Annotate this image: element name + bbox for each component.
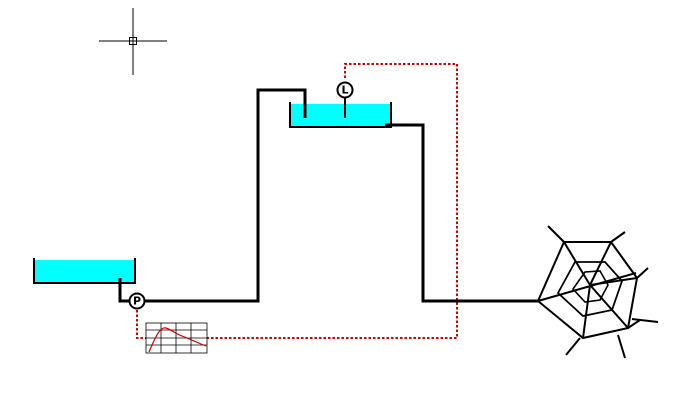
level-instrument[interactable]: L	[336, 81, 354, 99]
lower-tank	[33, 258, 136, 284]
trend-chart-icon[interactable]	[145, 322, 208, 354]
signal-lines	[136, 63, 458, 339]
downcomer-pipe	[385, 123, 538, 303]
pump-signal-line	[136, 310, 146, 339]
upper-tank	[289, 102, 392, 128]
pump-symbol: P	[133, 295, 141, 308]
level-signal-line	[207, 63, 458, 339]
spider-web-distribution-icon[interactable]	[536, 225, 659, 359]
lower-tank-water	[35, 260, 134, 282]
crosshair-cursor-icon	[99, 8, 167, 75]
pump-instrument[interactable]: P	[128, 292, 146, 310]
outlet-pipe-lower-tank	[118, 278, 130, 303]
pipes	[118, 88, 538, 303]
upper-tank-water	[291, 104, 390, 126]
level-symbol: L	[341, 84, 348, 97]
riser-pipe	[144, 88, 307, 303]
